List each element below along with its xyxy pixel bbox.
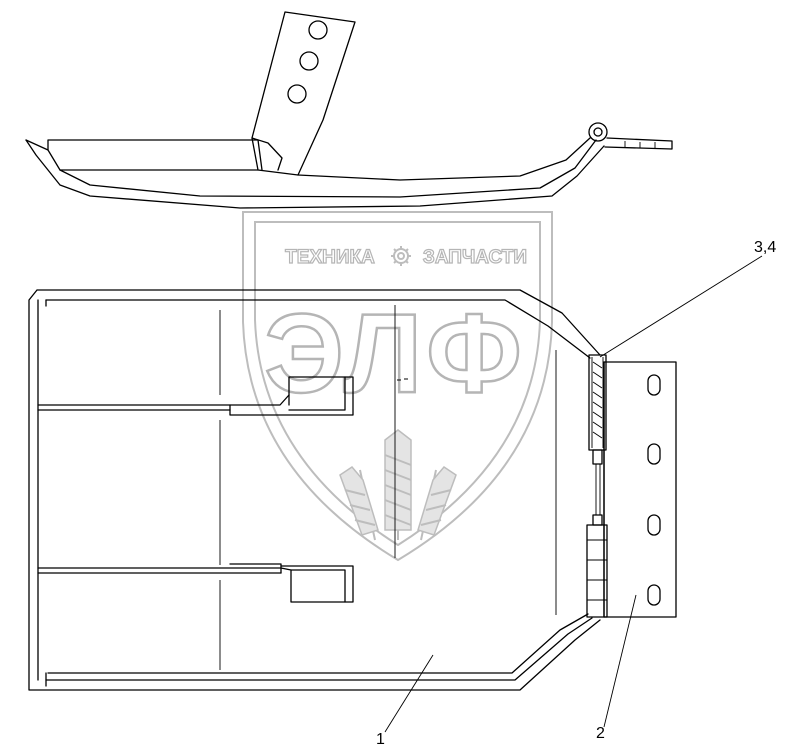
- pivot-rod: [604, 137, 673, 150]
- watermark-logo: ТЕХНИКА ЗАПЧАСТИ ЭЛФ: [242, 211, 553, 562]
- arm-hole-1: [308, 20, 328, 40]
- svg-text:1: 1: [376, 731, 385, 748]
- bracket-lower: [37, 565, 354, 603]
- callout-part-2: 2: [596, 594, 637, 742]
- watermark-logo-text: ЭЛФ: [264, 291, 526, 416]
- arm-hole-3: [287, 84, 307, 104]
- watermark-brand-left: ТЕХНИКА: [285, 247, 375, 268]
- pivot-eye: [588, 122, 608, 142]
- hinge-plate: [603, 361, 677, 618]
- callout-part-3-4: 3,4: [599, 239, 776, 358]
- gear-icon: [391, 246, 411, 266]
- watermark-brand-right: ЗАПЧАСТИ: [423, 247, 527, 268]
- mounting-arm: [251, 11, 356, 176]
- slot-4: [647, 584, 661, 606]
- slot-1: [647, 374, 661, 396]
- side-body: [25, 139, 597, 198]
- svg-text:3,4: 3,4: [754, 239, 776, 256]
- callout-part-1: 1: [376, 654, 434, 748]
- watermark-shield: [242, 211, 553, 562]
- side-view: [25, 11, 673, 209]
- plan-view: [28, 289, 677, 691]
- frame-outer: [28, 289, 601, 691]
- hinge-knuckle-lower: [586, 514, 608, 618]
- slot-3: [647, 514, 661, 536]
- arm-hole-2: [299, 51, 319, 71]
- slot-2: [647, 443, 661, 465]
- wheat-emblem: [339, 429, 457, 541]
- hinge-pin: [595, 464, 601, 515]
- svg-text:2: 2: [596, 725, 605, 742]
- hinge-knuckle-upper: [588, 354, 607, 465]
